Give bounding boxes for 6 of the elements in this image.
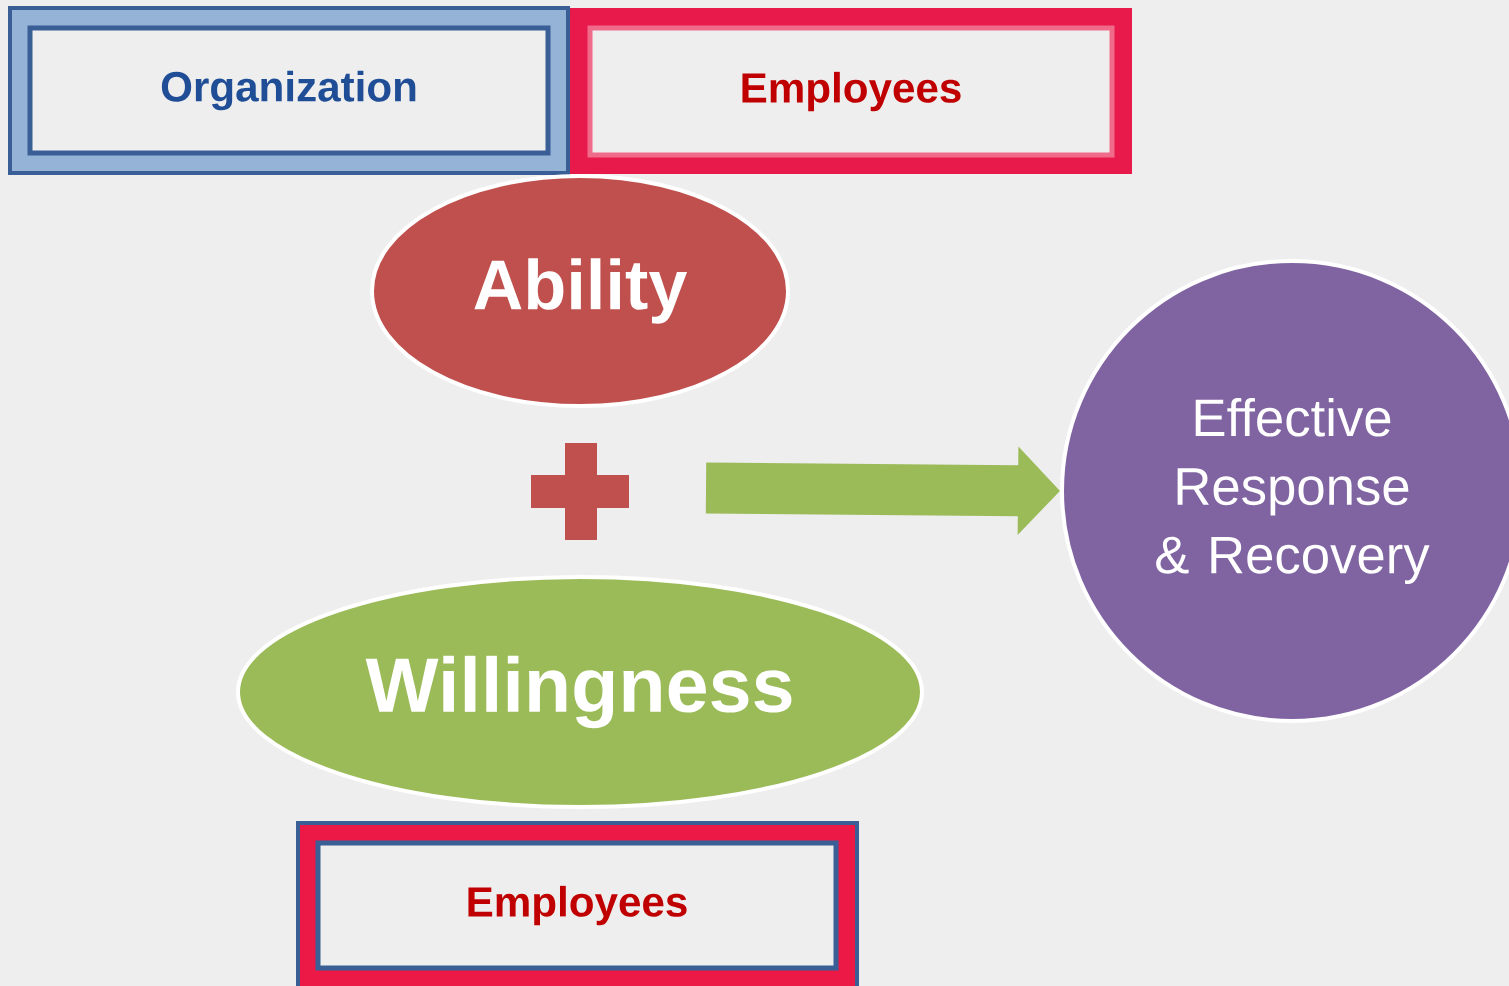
label-box: Organization bbox=[8, 6, 570, 175]
circle-node: Effective Response & Recovery bbox=[1060, 259, 1509, 723]
label-box: Employees bbox=[570, 8, 1132, 174]
ellipse-node: Willingness bbox=[236, 575, 924, 809]
ellipse-node: Ability bbox=[370, 174, 790, 408]
label-box: Employees bbox=[296, 821, 859, 986]
